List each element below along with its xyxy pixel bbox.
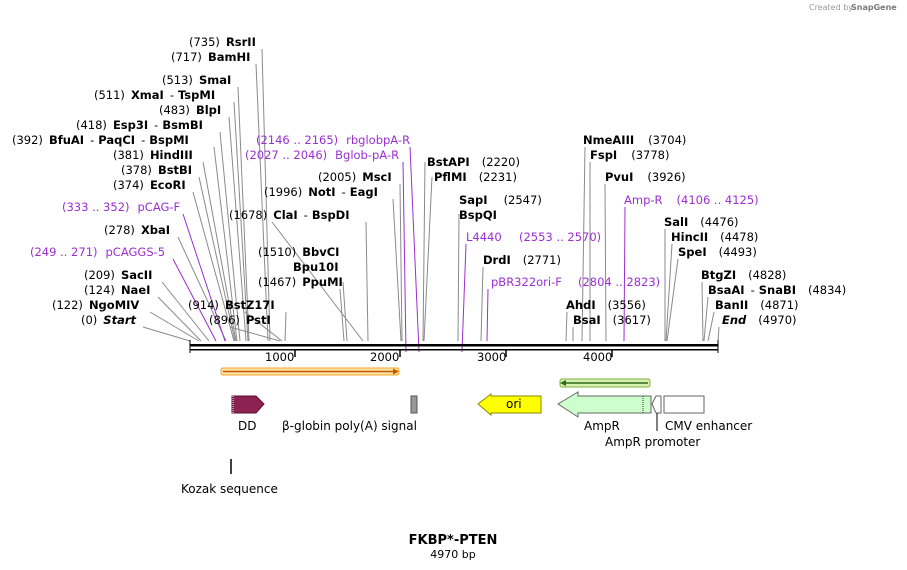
site-naei: (124)NaeI	[84, 283, 150, 297]
snapgene-logo: SnapGene	[851, 3, 897, 12]
site-hindiii: (381)HindIII	[113, 148, 193, 162]
site-clai: (1678)ClaI-BspDI	[229, 208, 350, 222]
primer-labels: (2146 .. 2165)rbglobpA-R (2027 .. 2046)B…	[30, 133, 759, 289]
tick-label-4000: 4000	[583, 350, 612, 364]
tick-label-3000: 3000	[477, 350, 506, 364]
site-bstapi: BstAPI(2220)	[427, 155, 520, 169]
feature-ampr: AmpR	[557, 391, 652, 433]
site-spei: SpeI(4493)	[678, 245, 757, 259]
feature-label-ori: ori	[506, 397, 522, 411]
primer-rbglobpa-r: (2146 .. 2165)rbglobpA-R	[256, 133, 410, 147]
site-bstbi: (378)BstBI	[121, 163, 192, 177]
cut-site-connectors	[142, 48, 720, 342]
site-drdi: DrdI(2771)	[483, 253, 561, 267]
credit-text: Created by	[809, 3, 853, 12]
feature-label-ampr: AmpR	[584, 419, 620, 433]
site-blpi: (483)BlpI	[159, 103, 221, 117]
feature-dd: DD	[231, 395, 265, 433]
site-end: End(4970)	[722, 313, 797, 327]
site-ngomiv: (122)NgoMIV	[52, 298, 139, 312]
primer-pcag-f: (333 .. 352)pCAG-F	[62, 200, 180, 214]
left-site-labels: (735)RsrII (717)BamHI (513)SmaI (511)Xma…	[12, 35, 256, 327]
middle-site-labels: (1678)ClaI-BspDI (1996)NotI-EagI (2005)M…	[188, 170, 392, 327]
sequence-backbone	[189, 340, 719, 353]
site-nmeaiii: NmeAIII(3704)	[583, 133, 686, 147]
site-ppumi: (1467)PpuMI	[258, 275, 343, 289]
site-bspqi: BspQI	[459, 208, 497, 222]
primer-pcaggs-5: (249 .. 271)pCAGGS-5	[30, 245, 165, 259]
tick-label-1000: 1000	[265, 350, 294, 364]
orf-forward	[220, 367, 400, 376]
primer-amp-r: Amp-R(4106 .. 4125)	[624, 193, 759, 207]
site-banii: BanII(4871)	[715, 298, 799, 312]
site-bamhi: (717)BamHI	[171, 50, 250, 64]
site-sapi: SapI(2547)	[459, 193, 542, 207]
site-hincii: HincII(4478)	[671, 230, 758, 244]
site-bpu10i: Bpu10I	[293, 260, 338, 274]
site-bbvci: (1510)BbvCI	[258, 245, 339, 259]
site-xmai: (511)XmaI-TspMI	[94, 88, 215, 102]
feature-label-betaglobin: β-globin poly(A) signal	[282, 419, 417, 433]
tick-label-2000: 2000	[370, 350, 399, 364]
site-sali: SalI(4476)	[664, 215, 739, 229]
site-pvui: PvuI(3926)	[605, 170, 686, 184]
feature-label-cmv: CMV enhancer	[665, 419, 752, 433]
site-rsrii: (735)RsrII	[189, 35, 256, 49]
primer-pbr322ori-f-range: (2804 .. 2823)	[578, 275, 660, 289]
site-esp3i: (418)Esp3I-BsmBI	[76, 118, 203, 132]
site-bfuai: (392)BfuAI-PaqCI-BspMI	[12, 133, 189, 147]
site-noti: (1996)NotI-EagI	[264, 185, 378, 199]
site-btgzi: BtgZI(4828)	[701, 268, 786, 282]
ruler-ticks: 1000 2000 3000 4000	[265, 350, 613, 364]
site-bstz17i: (914)BstZ17I	[188, 298, 275, 312]
feature-betaglobin: β-globin poly(A) signal	[282, 395, 418, 433]
site-msci: (2005)MscI	[318, 170, 392, 184]
primer-pbr322ori-f: pBR322ori-F	[491, 275, 562, 289]
feature-label-dd: DD	[238, 419, 256, 433]
feature-kozak: Kozak sequence	[181, 459, 278, 496]
feature-label-kozak: Kozak sequence	[181, 482, 278, 496]
site-ahdi: AhdI(3556)	[566, 298, 646, 312]
site-psti: (896)PstI	[209, 313, 271, 327]
site-fspi: FspI(3778)	[590, 148, 669, 162]
site-bsaai: BsaAI-SnaBI(4834)	[708, 283, 846, 297]
primer-bglob-pa-r: (2027 .. 2046)Bglob-pA-R	[245, 148, 399, 162]
map-title: FKBP*-PTEN	[409, 533, 498, 548]
feature-label-ampr-promoter: AmpR promoter	[605, 435, 700, 449]
feature-ori: ori	[477, 392, 542, 417]
primer-l4440-range: (2553 .. 2570)	[519, 230, 601, 244]
site-ecori: (374)EcoRI	[113, 178, 186, 192]
primer-connectors	[172, 146, 626, 353]
feature-ampr-promoter: AmpR promoter	[605, 395, 700, 449]
primer-l4440: L4440	[466, 230, 502, 244]
site-xbai: (278)XbaI	[104, 223, 170, 237]
site-pflmi: PflMI(2231)	[434, 170, 517, 184]
site-bsai: BsaI(3617)	[573, 313, 651, 327]
site-sacii: (209)SacII	[84, 268, 152, 282]
map-subtitle: 4970 bp	[430, 548, 475, 561]
feature-cmv: CMV enhancer	[663, 395, 752, 433]
right-site-labels: BstAPI(2220) PflMI(2231) SapI(2547) BspQ…	[427, 133, 846, 327]
site-smai: (513)SmaI	[162, 73, 231, 87]
site-start: (0)Start	[81, 313, 137, 327]
orf-reverse	[559, 378, 651, 388]
